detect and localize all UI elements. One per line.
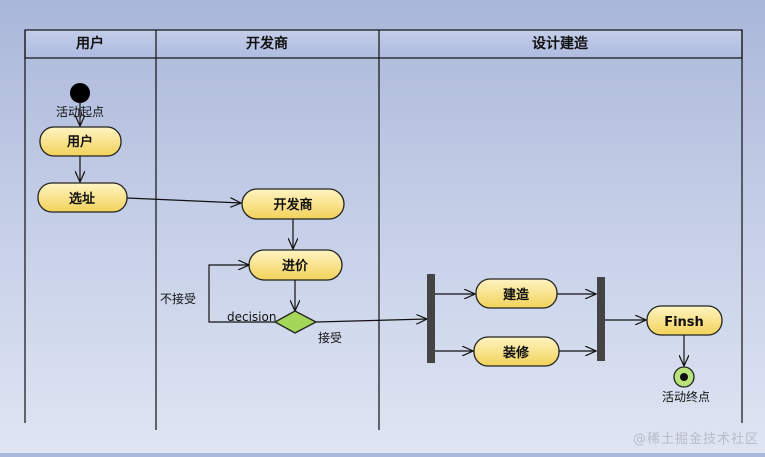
decision-node[interactable] — [273, 310, 318, 334]
join-bar — [597, 277, 605, 361]
lane-title-user: 用户 — [76, 35, 104, 52]
flow-site-to-developer — [126, 197, 241, 203]
watermark: @稀土掘金技术社区 — [632, 432, 759, 447]
action-site-selection[interactable] — [37, 182, 128, 213]
fork-bar — [427, 274, 435, 363]
flow-reject-loop — [208, 265, 275, 323]
action-build-label: 建造 — [503, 287, 530, 303]
action-developer-label: 开发商 — [273, 197, 312, 213]
action-bid-label: 进价 — [282, 259, 309, 274]
accept-label: 接受 — [318, 330, 342, 345]
action-decorate-label: 装修 — [502, 345, 530, 361]
lane-title-developer: 开发商 — [246, 35, 288, 52]
decision-label: decision — [227, 310, 276, 324]
reject-label: 不接受 — [160, 291, 196, 306]
end-node-core — [680, 373, 688, 381]
start-label: 活动起点 — [56, 105, 104, 119]
end-label: 活动终点 — [662, 389, 710, 404]
action-site-selection-label: 选址 — [69, 191, 95, 207]
action-finish-label: Finsh — [664, 315, 704, 330]
flow-accept-to-fork — [315, 319, 427, 322]
action-user-label: 用户 — [66, 134, 93, 150]
lane-title-design-build: 设计建造 — [532, 35, 588, 52]
start-node[interactable] — [70, 83, 90, 103]
lane-header-band — [24, 29, 743, 59]
